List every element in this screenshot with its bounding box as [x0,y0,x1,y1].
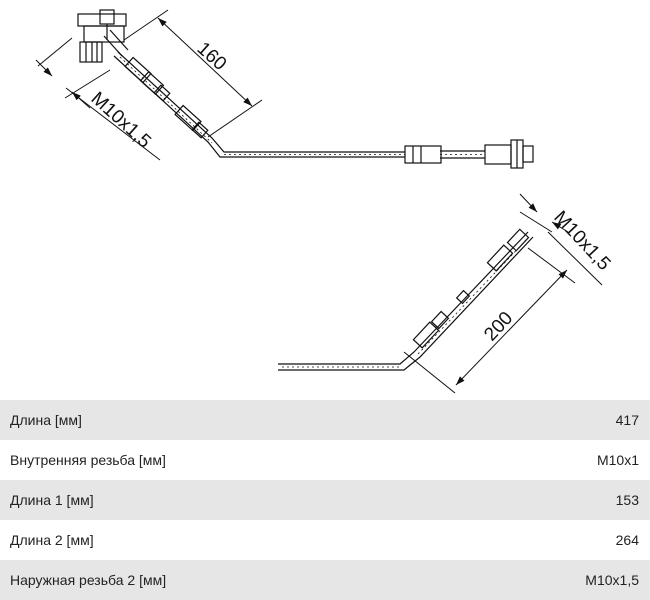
spec-value: 153 [615,492,639,508]
spec-value: 417 [615,412,639,428]
spec-value: M10x1,5 [585,572,639,588]
spec-table: Длина [мм] 417 Внутренняя резьба [мм] M1… [0,400,650,600]
spec-row-external-thread-2: Наружная резьба 2 [мм] M10x1,5 [0,560,650,600]
top-hose-left-fitting [77,9,129,63]
top-thread-label: M10x1,5 [87,88,155,152]
spec-label: Внутренняя резьба [мм] [10,452,166,468]
spec-label: Длина [мм] [10,412,82,428]
bottom-hose [278,228,534,371]
bottom-length-label: 200 [480,308,517,346]
spec-label: Длина 2 [мм] [10,532,94,548]
top-hose-pipe [113,51,485,159]
spec-value: M10x1 [596,452,639,468]
bottom-hose-crimps [412,228,530,349]
top-length-label: 160 [193,38,231,75]
spec-value: 264 [615,532,639,548]
top-thread-dimension [35,37,161,161]
top-hose-right-fitting [404,139,534,169]
spec-row-length: Длина [мм] 417 [0,400,650,440]
bottom-hose-pipe [278,231,534,371]
spec-row-length-2: Длина 2 [мм] 264 [0,520,650,560]
spec-label: Наружная резьба 2 [мм] [10,572,167,588]
brake-hose-drawing: 160 M10x1,5 200 [35,9,614,394]
spec-row-length-1: Длина 1 [мм] 153 [0,480,650,520]
bottom-length-dimension [403,247,576,394]
bottom-thread-dimension [519,193,603,286]
spec-label: Длина 1 [мм] [10,492,94,508]
top-length-dimension [123,9,263,138]
spec-row-internal-thread: Внутренняя резьба [мм] M10x1 [0,440,650,480]
